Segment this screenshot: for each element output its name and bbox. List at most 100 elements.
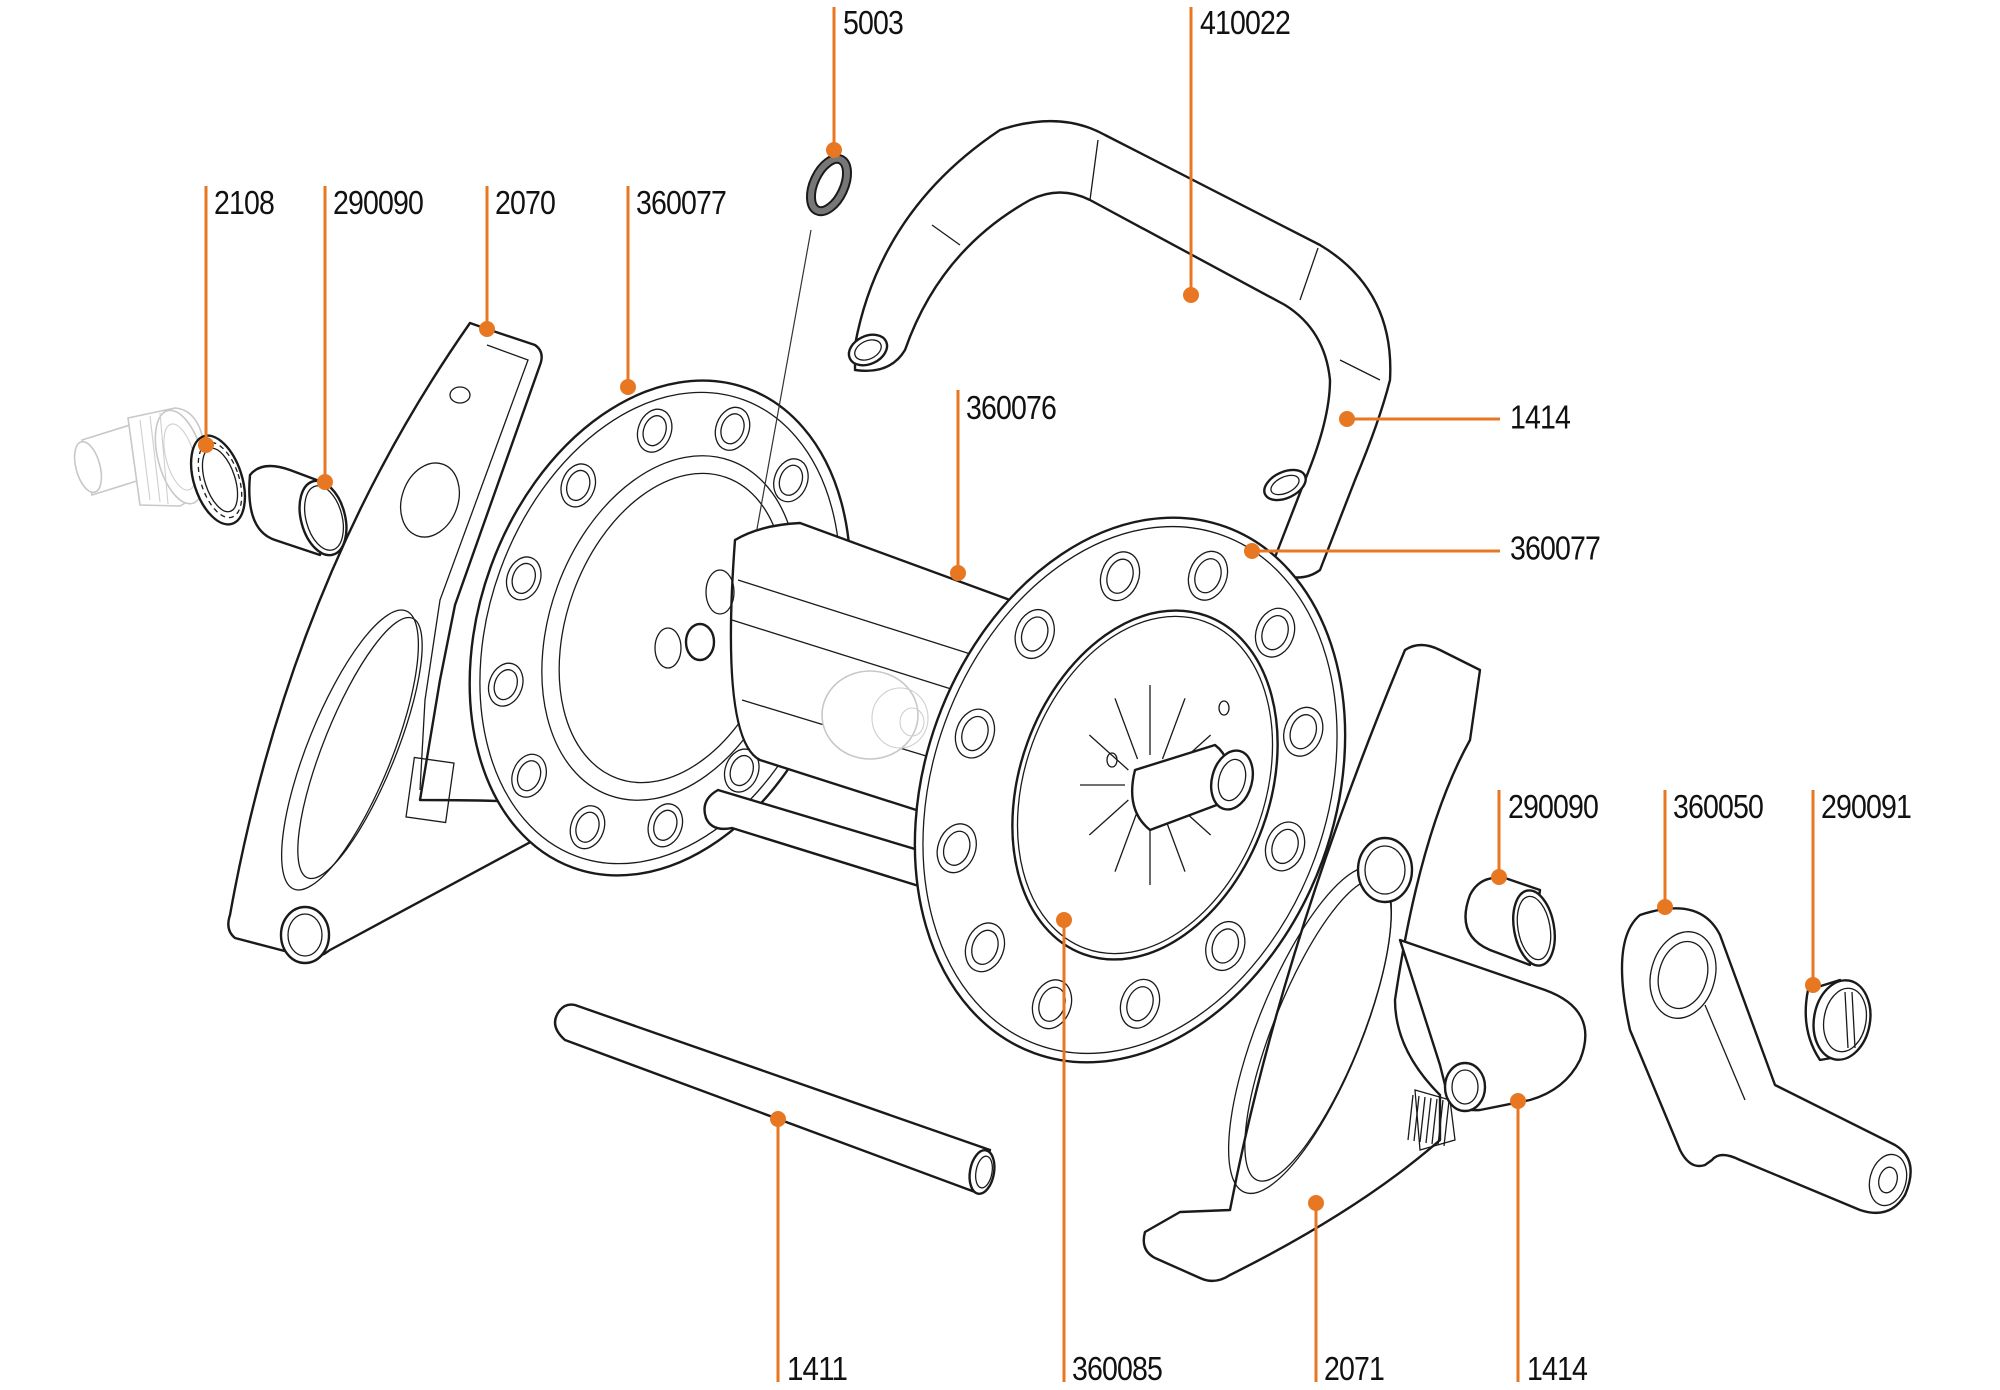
flange-hole (778, 464, 804, 496)
flange-hole (653, 809, 678, 841)
callout-2108: 2108 (198, 184, 275, 453)
part-number-label: 290090 (1508, 788, 1599, 825)
callout-layer: 5003 410022 2108 290090 2070 360077 360076 1414… (198, 4, 1912, 1387)
callout-dot (1244, 543, 1260, 559)
part-number-label: 1411 (787, 1350, 847, 1387)
flange-hole (1020, 616, 1049, 652)
flange-hole (1254, 607, 1296, 658)
callout-290090: 290090 (317, 184, 425, 490)
grip-rib (1413, 1095, 1420, 1142)
hub-spoke (1088, 799, 1129, 836)
flange-hole (1283, 706, 1324, 757)
part-number-label: 5003 (843, 4, 903, 41)
crank-cap-290091 (1804, 978, 1872, 1062)
flange-hole (954, 708, 996, 759)
callout-dot (770, 1111, 786, 1127)
flange-hole (493, 669, 518, 701)
flange-hole (971, 929, 999, 965)
flange-hole (516, 760, 542, 792)
right-side-frame-2071 (1142, 643, 1482, 1283)
part-number-label: 1414 (1527, 1350, 1588, 1387)
callout-dot (1056, 912, 1072, 928)
callout-360077: 360077 (620, 184, 727, 395)
callout-dot (479, 321, 495, 337)
callout-2070: 2070 (479, 184, 557, 337)
callout-1414: 1414 (1510, 1093, 1589, 1387)
frame-tube-1414 (1398, 938, 1587, 1113)
grip-rib (1443, 1100, 1450, 1147)
part-number-label: 2070 (495, 184, 556, 221)
callout-1411: 1411 (770, 1111, 848, 1387)
flange-hole (487, 662, 524, 707)
flange-hole (1187, 550, 1229, 601)
callout-dot (1183, 287, 1199, 303)
left-side-frame-2070 (227, 321, 592, 965)
flange-hole (1261, 615, 1289, 651)
flange-hole (936, 823, 977, 874)
flange-hole (1014, 609, 1055, 660)
part-number-label: 360077 (636, 184, 726, 221)
grip-rib (1419, 1096, 1426, 1143)
callout-dot (198, 437, 214, 453)
callout-290091: 290091 (1805, 788, 1912, 993)
flange-hole (1106, 558, 1134, 594)
flange-hole (560, 463, 597, 508)
callout-dot (950, 565, 966, 581)
part-number-label: 2108 (214, 184, 274, 221)
grip-rib (1425, 1097, 1432, 1144)
callout-360077: 360077 (1244, 530, 1601, 567)
flange-hole (1031, 979, 1073, 1030)
part-number-label: 360076 (966, 389, 1056, 426)
flange-hole (511, 753, 547, 798)
flange-hole (1119, 978, 1161, 1029)
flange-hole (642, 415, 667, 447)
flange-hole (964, 922, 1006, 973)
hub-spoke (1114, 810, 1139, 872)
drum-flange-360077-right (913, 516, 1347, 1064)
callout-dot (1657, 899, 1673, 915)
part-number-label: 290090 (333, 184, 424, 221)
grip-rib (1407, 1094, 1414, 1141)
flange-hole (1205, 920, 1246, 971)
flange-hole (961, 715, 989, 752)
flange-hole (942, 830, 971, 866)
flange-hole (1194, 558, 1222, 594)
part-number-label: 2071 (1324, 1350, 1384, 1387)
u-handle-410022 (847, 119, 1392, 579)
flange-hole (636, 408, 673, 453)
callout-dot (1805, 977, 1821, 993)
reel-illustration (73, 119, 1912, 1283)
bushing-290090-left (248, 464, 348, 557)
locking-ring-2108 (189, 434, 247, 526)
callout-dot (1510, 1093, 1526, 1109)
callout-dot (317, 474, 333, 490)
flange-hole (505, 556, 542, 601)
flange-hole (1271, 828, 1299, 865)
callout-290090: 290090 (1491, 788, 1600, 885)
callout-360050: 360050 (1657, 788, 1765, 915)
callout-2071: 2071 (1308, 1195, 1385, 1387)
flange-hole (773, 458, 809, 503)
hub-spoke (1088, 734, 1129, 771)
callout-360076: 360076 (950, 389, 1057, 581)
part-number-label: 1414 (1510, 399, 1571, 436)
part-number-label: 360085 (1072, 1350, 1162, 1387)
part-number-label: 410022 (1200, 4, 1290, 41)
flange-hole (575, 811, 600, 843)
crank-handle-360050 (1620, 907, 1912, 1215)
flange-hole (647, 803, 684, 848)
callout-dot (1339, 411, 1355, 427)
callout-dot (1308, 1195, 1324, 1211)
cross-bar-1411 (553, 1003, 996, 1195)
flange-hole (566, 469, 591, 502)
flange-hole (720, 413, 745, 445)
grip-rib (1431, 1098, 1438, 1145)
flange-hole (1211, 928, 1240, 964)
hub-spoke (1161, 698, 1186, 760)
callout-1414: 1414 (1339, 399, 1572, 436)
flange-hole (1099, 551, 1141, 602)
bushing-290090-right (1464, 876, 1556, 967)
callout-360085: 360085 (1056, 912, 1163, 1387)
flange-hole (729, 754, 754, 787)
